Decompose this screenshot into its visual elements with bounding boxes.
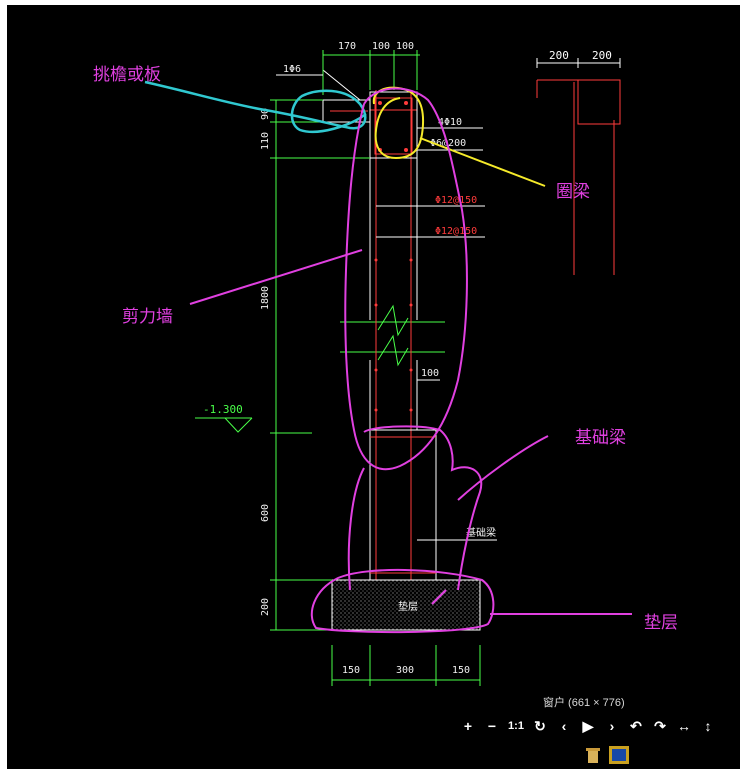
dim-top-1: 170 [338,41,356,52]
rebar-dots [374,258,413,412]
annotation-ring-beam: 圈梁 [556,182,590,202]
dim-top-2: 100 [372,41,390,52]
image-info-text: 窗户 (661 × 776) [543,697,625,709]
annotation-foundation-beam: 基础梁 [575,428,626,448]
dim-bottom-1: 150 [342,665,360,676]
monitor-icon[interactable] [609,746,629,764]
previous-button[interactable]: ‹ [561,718,567,734]
cushion-label: 垫层 [398,600,418,613]
dim-bottom-3: 150 [452,665,470,676]
cushion-layer [331,579,481,631]
left-dim-text: 90 110 1800 600 200 [260,108,271,616]
rebar-label-2: 4Φ10 [438,117,462,128]
actual-size-button[interactable]: 1:1 [508,720,524,732]
redo-button[interactable]: ↷ [654,717,666,734]
svg-text:1800: 1800 [260,286,271,310]
dim-100: 100 [421,368,439,379]
fit-height-button[interactable]: ↕ [704,718,712,734]
yellow-annotation [372,86,546,187]
dim-top-3: 100 [396,41,414,52]
annotation-cushion: 垫层 [644,613,678,633]
tray-icons [583,746,629,764]
next-button[interactable]: › [609,718,615,734]
bottom-dims [331,645,481,686]
foundation-beam [369,429,437,581]
wall-rebar [370,90,417,580]
annotation-shear-wall: 剪力墙 [122,307,173,327]
magenta-annotations [189,87,632,634]
dim-bottom-2: 300 [396,665,414,676]
elevation-marker [195,417,253,433]
dim-right-1: 200 [549,49,569,62]
foundation-label: 基础梁 [466,526,496,539]
viewer-toolbar: + − 1:1 ↻ ‹ ▶ › ↶ ↷ ↔ ↕ [456,716,720,736]
fit-width-button[interactable]: ↔ [677,718,691,734]
drawing-canvas: 200 200 170 100 100 [7,5,740,769]
zoom-in-button[interactable]: + [463,718,473,734]
trash-icon[interactable] [583,746,603,764]
svg-text:200: 200 [260,598,271,616]
annotation-eave: 挑檐或板 [93,65,161,85]
slideshow-button[interactable]: ▶ [582,717,594,734]
right-detail [536,79,621,275]
cyan-annotation [144,80,367,134]
leader-lines [276,74,497,541]
rebar-label-5: Φ12@150 [435,226,477,237]
cad-drawing: 200 200 170 100 100 [93,41,678,686]
rebar-label-1: 1Φ6 [283,64,301,75]
left-dims [270,99,370,631]
rebar-label-4: Φ12@150 [435,195,477,206]
svg-text:110: 110 [260,132,271,150]
undo-button[interactable]: ↶ [630,717,642,734]
svg-text:90: 90 [260,108,271,120]
zoom-out-button[interactable]: − [487,718,497,734]
break-lines [340,304,445,367]
rotate-button[interactable]: ↻ [534,717,546,734]
svg-text:600: 600 [260,504,271,522]
right-dims [536,58,621,68]
dim-right-2: 200 [592,49,612,62]
eave-slab [322,69,371,123]
elevation-text: -1.300 [203,403,243,416]
top-dims [322,50,420,95]
